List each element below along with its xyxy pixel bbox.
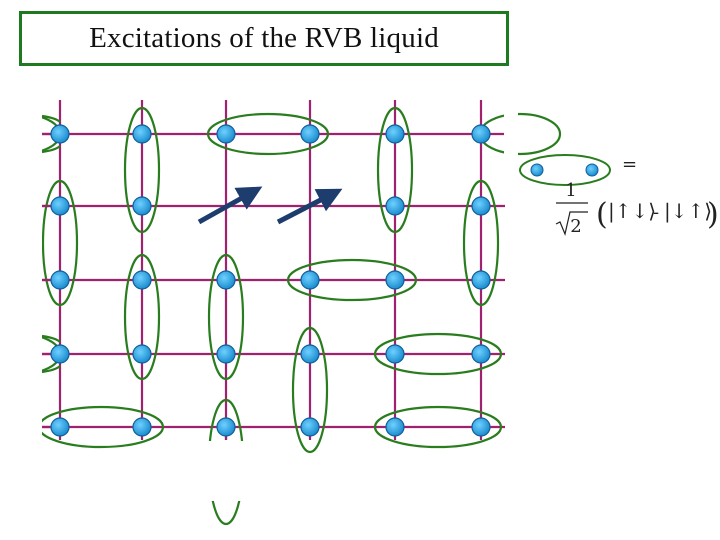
legend-prefactor-numerator: 1 <box>565 180 576 201</box>
singlet-bond-ellipse <box>123 253 161 381</box>
lattice-site <box>50 344 70 364</box>
legend-minus-sign: - <box>653 202 659 223</box>
legend-left-paren: ( <box>596 197 608 232</box>
lattice-site <box>300 124 320 144</box>
legend-prefactor-denominator: 2 <box>570 216 581 237</box>
singlet-bond-ellipse <box>286 258 418 302</box>
lattice-site <box>132 417 152 437</box>
lattice-site <box>50 417 70 437</box>
lattice-site <box>216 124 236 144</box>
left-edge-mask <box>0 90 42 450</box>
legend-bond-ellipse <box>519 154 611 186</box>
lattice-site <box>471 417 491 437</box>
lattice-site <box>50 196 70 216</box>
lattice-site <box>385 196 405 216</box>
spinon-excitations <box>197 186 343 225</box>
lattice-site <box>216 270 236 290</box>
lattice-site <box>132 196 152 216</box>
lattice-site <box>50 270 70 290</box>
singlet-bond-ellipse <box>373 405 503 449</box>
valence-bond-pairs <box>0 90 562 526</box>
lattice-site <box>300 417 320 437</box>
lattice-site <box>385 417 405 437</box>
lattice-site <box>300 270 320 290</box>
edge-bond-arc <box>41 334 61 374</box>
lattice-site <box>471 124 491 144</box>
edge-bond-arc <box>41 114 61 154</box>
singlet-bond-ellipse <box>206 112 330 156</box>
singlet-bond-ellipse <box>373 332 503 376</box>
lattice-site <box>216 417 236 437</box>
singlet-bond-ellipse <box>462 179 500 307</box>
right-edge-mask <box>504 90 518 160</box>
slide-title: Excitations of the RVB liquid <box>89 22 439 54</box>
lattice-site <box>385 270 405 290</box>
singlet-bond-ellipse <box>207 253 245 381</box>
singlet-legend: = 1 2 (|↑↓⟩-|↓↑⟩) <box>519 154 719 237</box>
legend-site <box>530 163 544 177</box>
title-box: Excitations of the RVB liquid <box>19 11 509 66</box>
lattice-site <box>471 196 491 216</box>
legend-state-up-down: |↑↓⟩ <box>608 199 656 224</box>
lattice-sites <box>50 124 491 437</box>
lattice-site <box>300 344 320 364</box>
lattice-site <box>216 344 236 364</box>
singlet-bond-ellipse <box>291 326 329 454</box>
singlet-bond-ellipse <box>123 106 161 234</box>
legend-sqrt-sign <box>555 211 588 236</box>
legend-site <box>585 163 599 177</box>
spinon-arrow <box>197 186 263 225</box>
bottom-edge-mask <box>200 441 260 501</box>
lattice-site <box>132 124 152 144</box>
lattice-site <box>132 344 152 364</box>
singlet-bond-ellipse <box>41 179 79 307</box>
square-lattice <box>40 100 505 440</box>
lattice-site <box>471 270 491 290</box>
singlet-bond-ellipse <box>376 106 414 234</box>
legend-equals-sign: = <box>622 154 637 175</box>
legend-right-paren: ) <box>707 197 719 232</box>
lattice-site <box>471 344 491 364</box>
lattice-site <box>50 124 70 144</box>
spinon-arrow <box>276 188 343 225</box>
legend-state-down-up: |↓↑⟩ <box>664 199 712 224</box>
lattice-site <box>132 270 152 290</box>
lattice-site <box>385 124 405 144</box>
lattice-site <box>385 344 405 364</box>
